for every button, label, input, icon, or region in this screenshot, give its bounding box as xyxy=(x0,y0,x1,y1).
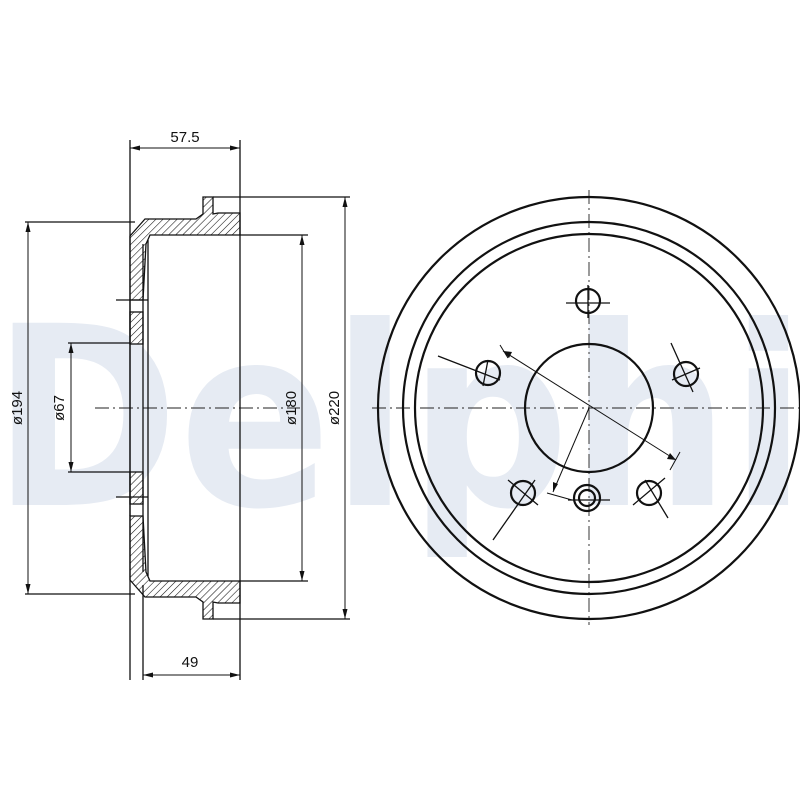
dimension-braking-surface: ø180 xyxy=(240,234,308,582)
pilot-hole-inner xyxy=(577,488,597,508)
middle-rim-circle xyxy=(401,220,777,596)
hub-wall-lower xyxy=(129,471,144,505)
stud-hole xyxy=(509,479,537,507)
stud-hole xyxy=(635,479,663,507)
inner-rim-circle xyxy=(413,232,765,584)
dimension-overall-depth: 57.5 xyxy=(130,129,240,151)
stud-hole xyxy=(672,360,700,388)
pilot-hole-outer xyxy=(572,483,602,513)
section-view: 57.5 49 ø194 ø67 xyxy=(9,129,350,680)
center-bore-circle xyxy=(523,342,655,474)
dimension-hub-bore: ø67 xyxy=(51,342,130,473)
svg-text:ø67: ø67 xyxy=(51,395,68,421)
svg-text:ø220: ø220 xyxy=(326,391,343,425)
dimension-outer-diameter: ø220 xyxy=(213,196,350,620)
svg-text:ø194: ø194 xyxy=(9,391,26,425)
svg-text:49: 49 xyxy=(182,654,199,671)
outer-rim-circle xyxy=(376,195,800,621)
stud-holes xyxy=(437,285,701,541)
pcd-dimension xyxy=(499,344,681,501)
section-top-wall xyxy=(129,196,241,301)
dimension-flange-diameter: ø194 xyxy=(9,221,135,595)
svg-text:57.5: 57.5 xyxy=(170,129,199,146)
hub-wall-upper xyxy=(129,311,144,345)
section-bottom-wall xyxy=(129,515,241,620)
front-view xyxy=(372,190,800,625)
dimension-inner-depth: 49 xyxy=(142,585,240,680)
svg-text:ø180: ø180 xyxy=(283,391,300,425)
